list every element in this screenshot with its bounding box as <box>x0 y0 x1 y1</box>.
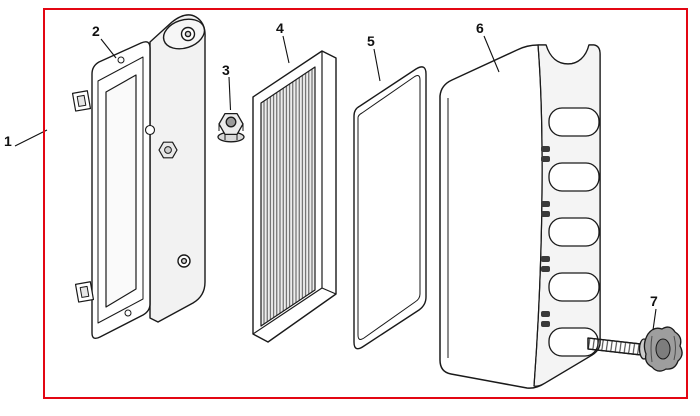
part-pre-cleaner <box>353 66 427 350</box>
leader-6 <box>483 35 500 73</box>
callout-7: 7 <box>650 293 658 309</box>
callout-1: 1 <box>4 133 12 149</box>
leader-3 <box>228 76 232 111</box>
part-backplate <box>71 14 206 340</box>
callout-3: 3 <box>222 62 230 78</box>
part-filter-element <box>252 50 337 343</box>
cover-ribs <box>548 107 600 357</box>
leader-4 <box>282 35 290 64</box>
leader-2 <box>100 38 117 59</box>
callout-4: 4 <box>276 20 284 36</box>
leader-lines <box>14 35 657 331</box>
callout-2: 2 <box>92 23 100 39</box>
cover-vent-slits <box>541 146 550 327</box>
callout-6: 6 <box>476 20 484 36</box>
leader-5 <box>373 48 381 82</box>
hose-fitting-top <box>71 90 92 112</box>
hose-fitting-bottom <box>74 281 95 303</box>
center-stud <box>158 141 178 159</box>
part-cover <box>439 44 601 389</box>
leader-1 <box>14 129 48 147</box>
leader-7 <box>652 308 657 331</box>
part-hex-nut <box>217 112 245 143</box>
callout-5: 5 <box>367 33 375 49</box>
part-knob-screw <box>587 326 683 372</box>
filter-pleats <box>260 66 316 327</box>
backplate-opening <box>105 74 137 308</box>
